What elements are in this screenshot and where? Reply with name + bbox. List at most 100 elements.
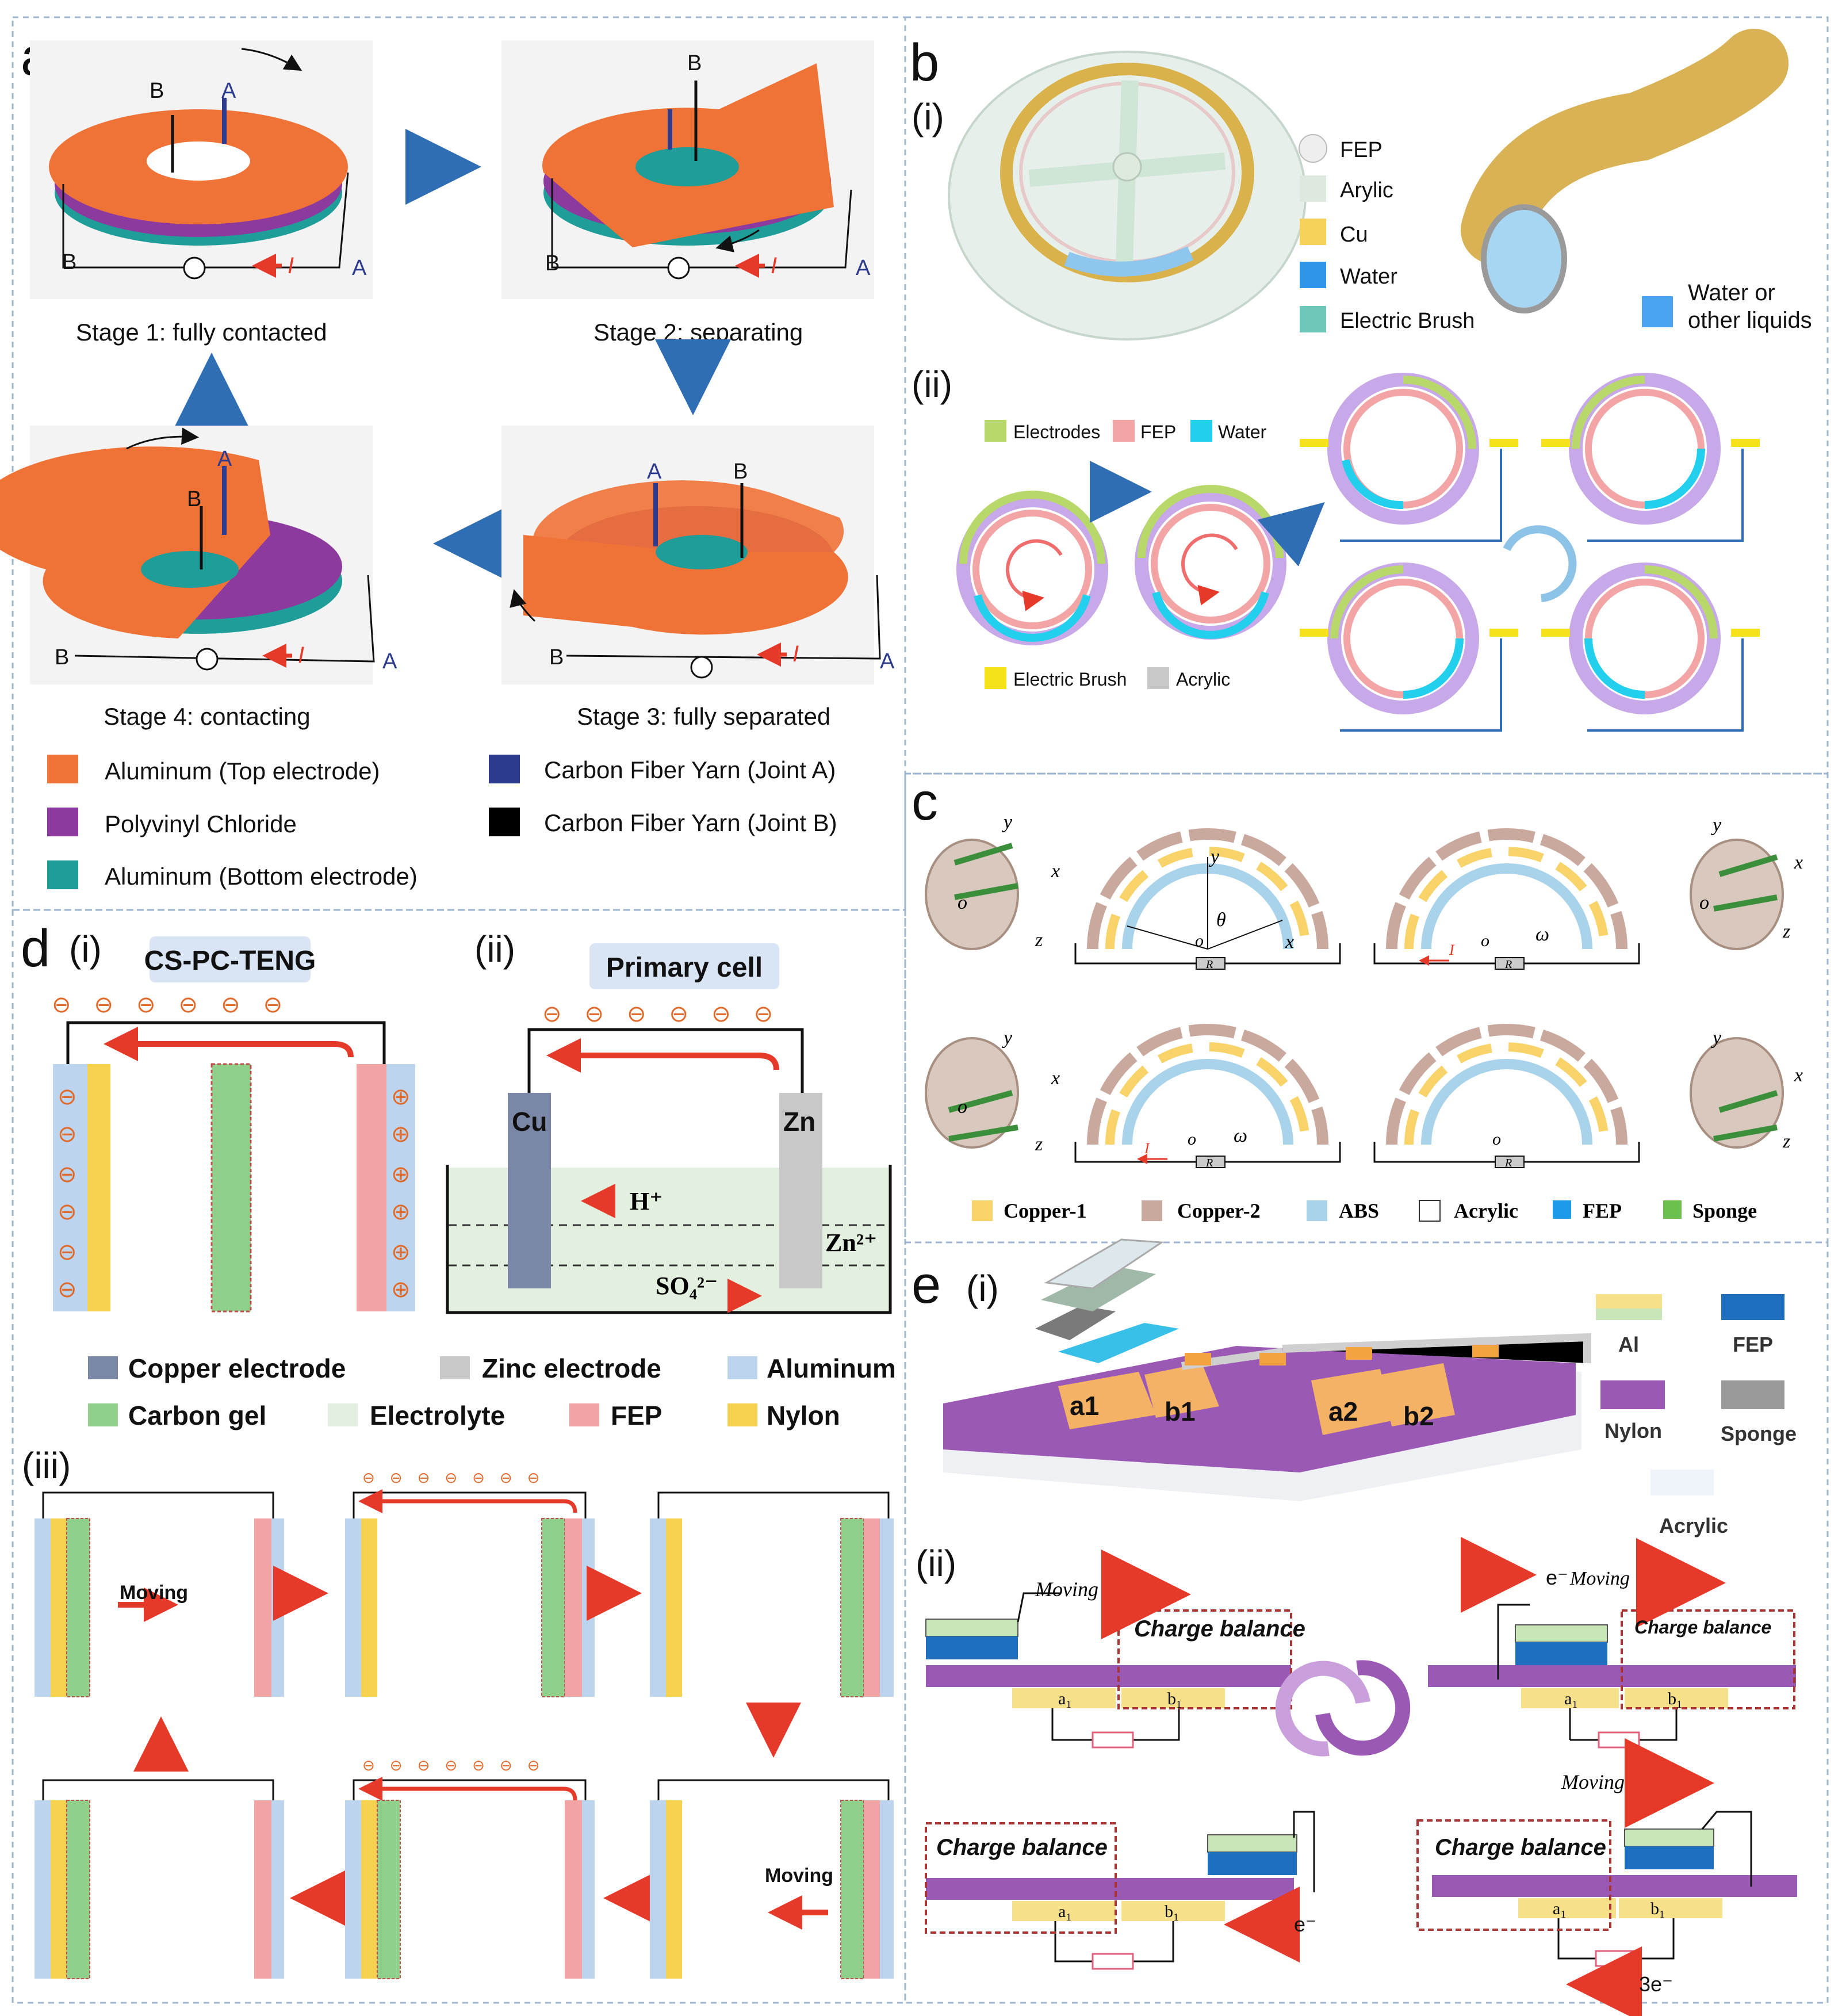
panel-b-ring-cycle xyxy=(1300,373,1760,732)
panel-b-tube xyxy=(1461,29,1789,313)
legend-label-electrodes: Electrodes xyxy=(1013,422,1100,442)
panel-b-letter: b xyxy=(910,33,939,92)
stage-1-joint-a-bottom: A xyxy=(352,256,367,280)
legend-label-fep-c: FEP xyxy=(1583,1199,1622,1222)
legend-swatch-pvc xyxy=(47,808,78,836)
legend-swatch-cu xyxy=(1300,219,1326,245)
panel-b-border xyxy=(904,16,1829,775)
e-electron-2: e⁻ xyxy=(1294,1912,1316,1936)
panel-d-sub-ii: (ii) xyxy=(474,928,515,970)
legend-label-sponge-c: Sponge xyxy=(1692,1199,1757,1222)
legend-swatch-arylic xyxy=(1300,175,1326,202)
legend-label-copper-1: Copper-1 xyxy=(1004,1199,1087,1222)
stage-1-label: Stage 1: fully contacted xyxy=(76,319,327,346)
e-a1-4: a₁ xyxy=(1553,1899,1567,1918)
d-title-i: CS-PC-TENG xyxy=(144,946,316,976)
stage-4-current: I xyxy=(298,642,304,668)
e-charge-balance-2: Charge balance xyxy=(1634,1617,1771,1638)
liquid-label-line-2: other liquids xyxy=(1688,308,1812,333)
d-ion-zn: Zn²⁺ xyxy=(825,1229,877,1257)
c-omega-2: ω xyxy=(1234,1125,1247,1146)
e-moving-1: Moving xyxy=(1035,1578,1098,1601)
legend-swatch-carbon-gel xyxy=(88,1403,118,1426)
panel-d-sub-i: (i) xyxy=(69,928,102,970)
c-resistor-2: R xyxy=(1504,958,1512,971)
stage-3-current: I xyxy=(792,641,799,667)
c-semi-origin: o xyxy=(1195,931,1204,950)
e-a1-3: a₁ xyxy=(1058,1902,1072,1921)
legend-swatch-sponge-c xyxy=(1663,1200,1682,1219)
stage-2-device xyxy=(501,40,874,299)
c-axis-x-1: x xyxy=(1051,860,1060,882)
panel-c-border xyxy=(904,772,1829,1244)
legend-swatch-acrylic-c xyxy=(1419,1200,1441,1222)
c-semi-y: y xyxy=(1209,846,1220,867)
panel-b-sub-i: (i) xyxy=(912,96,944,137)
c-axis-y-1: y xyxy=(1002,812,1013,833)
panel-e-sub-i: (i) xyxy=(966,1268,999,1309)
stage-2-label: Stage 2: separating xyxy=(593,319,803,346)
c-resistor-1: R xyxy=(1205,958,1213,971)
legend-label-acrylic-c: Acrylic xyxy=(1454,1199,1518,1222)
c-current-2: I xyxy=(1144,1140,1150,1157)
legend-label-arylic: Arylic xyxy=(1340,178,1393,202)
panel-d-border xyxy=(12,909,906,2004)
legend-swatch-copper-2 xyxy=(1142,1200,1162,1221)
legend-label-electrolyte: Electrolyte xyxy=(370,1401,505,1430)
legend-label-water-b: Water xyxy=(1340,265,1397,289)
stage-3-joint-b: B xyxy=(733,460,748,484)
legend-swatch-zinc-electrode xyxy=(440,1356,470,1379)
stage-3-joint-a-bottom: A xyxy=(880,649,895,674)
legend-swatch-fep-c xyxy=(1553,1200,1571,1219)
c-theta: θ xyxy=(1216,909,1226,931)
d-right-charges: ⊕ xyxy=(391,1084,411,1110)
legend-label-pvc: Polyvinyl Chloride xyxy=(105,810,297,837)
b-arrow-2 xyxy=(1257,502,1325,567)
stage-3-joint-b-bottom: B xyxy=(549,645,564,670)
legend-swatch-electrodes xyxy=(985,420,1006,442)
stage-4-label: Stage 4: contacting xyxy=(104,703,311,730)
legend-swatch-aluminum-top xyxy=(47,755,78,783)
d-title-ii-box xyxy=(589,943,779,989)
legend-swatch-copper-1 xyxy=(972,1200,993,1221)
legend-swatch-water-b xyxy=(1300,262,1326,288)
svg-text:⊖: ⊖ xyxy=(58,1240,77,1265)
c-axis-z-1: z xyxy=(1035,929,1043,951)
legend-swatch-fep-bii xyxy=(1113,420,1135,442)
c-axis-x-4: x xyxy=(1794,1065,1803,1086)
d-moving-2: Moving xyxy=(765,1865,833,1887)
stage-2-current: I xyxy=(771,253,777,278)
legend-swatch-fep-d xyxy=(569,1403,599,1426)
legend-swatch-copper-electrode xyxy=(88,1356,118,1379)
c-origin-2: o xyxy=(1481,931,1489,950)
legend-label-zinc-electrode: Zinc electrode xyxy=(482,1353,661,1383)
d-title-i-box xyxy=(150,936,311,982)
legend-label-copper-2: Copper-2 xyxy=(1177,1199,1261,1222)
d-primary-cell xyxy=(446,1028,892,1314)
e-pad-a1: a1 xyxy=(1070,1391,1099,1421)
c-omega-1: ω xyxy=(1535,924,1549,945)
legend-swatch-water-bii xyxy=(1190,420,1212,442)
svg-text:⊖: ⊖ xyxy=(58,1277,77,1302)
c-axis-z-2: z xyxy=(1782,921,1790,942)
e-charge-balance-1: Charge balance xyxy=(1134,1616,1305,1642)
panel-b-device xyxy=(948,51,1307,341)
legend-swatch-al-top xyxy=(1596,1294,1662,1309)
stage-2-joint-b-bottom: B xyxy=(545,251,560,276)
e-pad-b1: b1 xyxy=(1165,1397,1196,1426)
c-origin-5: o xyxy=(1188,1130,1196,1149)
stage-1-current: I xyxy=(288,253,294,278)
c-semi-x: x xyxy=(1285,931,1294,952)
d-ion-so4: SO₄²⁻ xyxy=(656,1272,718,1300)
stage-1-joint-b-bottom: B xyxy=(62,250,76,274)
legend-label-abs: ABS xyxy=(1339,1199,1379,1222)
stage-4-joint-a: A xyxy=(217,447,232,471)
legend-label-nylon-e: Nylon xyxy=(1604,1419,1662,1443)
stage-3-label: Stage 3: fully separated xyxy=(577,703,830,730)
panel-c-row-2 xyxy=(925,1024,1784,1168)
d-iii-states xyxy=(35,1489,894,1979)
panel-e-letter: e xyxy=(912,1256,941,1314)
e-b1-1: b₁ xyxy=(1167,1689,1182,1708)
svg-text:⊕: ⊕ xyxy=(391,1162,411,1187)
e-a1-1: a₁ xyxy=(1058,1689,1072,1708)
